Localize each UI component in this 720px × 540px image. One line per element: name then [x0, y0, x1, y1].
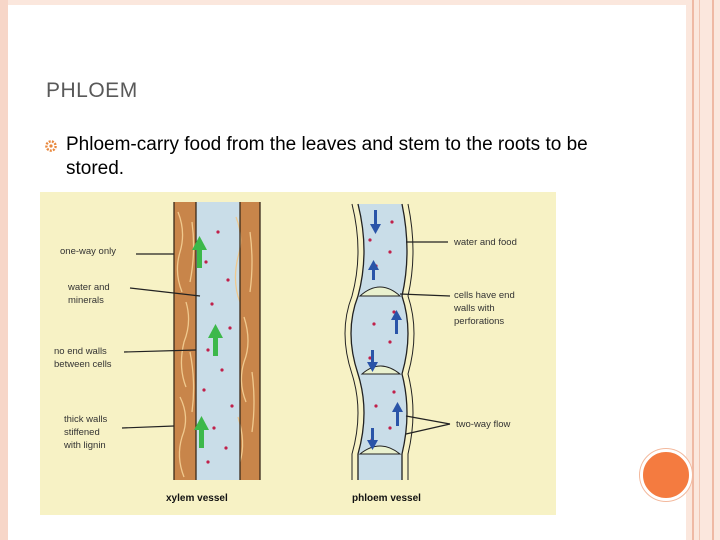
- caption-phloem-vessel: phloem vessel: [352, 493, 421, 504]
- up-arrow-icon: [194, 416, 209, 448]
- right-border-line: [712, 0, 714, 540]
- label-minerals: minerals: [68, 295, 104, 306]
- label-water-and-food: water and food: [453, 237, 517, 248]
- slide-title: PHLOEM: [46, 79, 138, 102]
- bullet-gear-icon: [45, 140, 57, 152]
- right-border-line: [699, 0, 700, 540]
- up-arrow-icon: [391, 310, 402, 334]
- label-water-and: water and: [67, 282, 110, 293]
- label-walls-with: walls with: [453, 303, 495, 314]
- down-arrow-icon: [367, 350, 378, 372]
- up-arrow-icon: [208, 324, 223, 356]
- up-arrow-icon: [392, 402, 403, 426]
- left-border: [0, 0, 8, 540]
- xylem-vessel: [173, 202, 261, 480]
- right-border-band: [686, 0, 720, 540]
- up-arrow-icon: [368, 260, 379, 280]
- caption-xylem-vessel: xylem vessel: [166, 493, 228, 504]
- label-two-way-flow: two-way flow: [456, 419, 511, 430]
- label-thick-walls: thick walls: [64, 414, 108, 425]
- down-arrow-icon: [367, 428, 378, 450]
- down-arrow-icon: [370, 210, 381, 234]
- top-border: [8, 0, 686, 5]
- label-between-cells: between cells: [54, 359, 112, 370]
- label-one-way-only: one-way only: [60, 246, 116, 257]
- label-no-end-walls: no end walls: [54, 346, 107, 357]
- decorative-circle: [640, 449, 692, 501]
- label-cells-have-end: cells have end: [454, 290, 515, 301]
- xylem-phloem-diagram: one-way only water and minerals no end w…: [40, 192, 556, 515]
- label-perforations: perforations: [454, 316, 504, 327]
- label-with-lignin: with lignin: [63, 440, 106, 451]
- right-border-line: [692, 0, 694, 540]
- diagram-background: [40, 192, 556, 515]
- label-stiffened: stiffened: [64, 427, 100, 438]
- up-arrow-icon: [192, 236, 207, 268]
- bullet-text: Phloem-carry food from the leaves and st…: [66, 134, 588, 179]
- phloem-vessel: [344, 203, 415, 480]
